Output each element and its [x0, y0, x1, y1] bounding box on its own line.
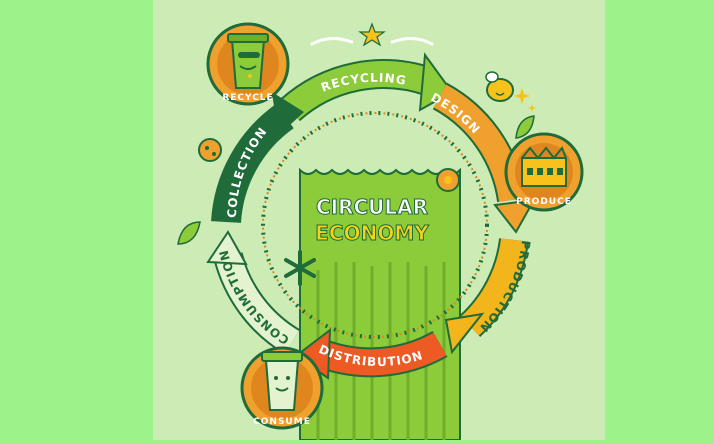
- flower-icon: [436, 168, 460, 192]
- produce-badge: PRODUCE: [504, 132, 584, 212]
- factory-icon: [521, 146, 567, 187]
- cup-character-icon: [261, 351, 303, 411]
- consumption-arrow: [215, 252, 299, 354]
- leaf-wreath: [261, 111, 489, 339]
- title-line-1: CIRCULAR: [316, 195, 428, 219]
- leaf-icon-left: [177, 221, 201, 245]
- produce-badge-label: PRODUCE: [516, 197, 572, 207]
- distribution-arrow: [313, 332, 447, 376]
- star-icon: [358, 22, 386, 47]
- swirl-right: [390, 37, 434, 46]
- right-side-panel: [605, 0, 714, 440]
- cycle-arrows: [206, 52, 536, 380]
- left-side-panel: [0, 0, 153, 440]
- sparkle-icon: [514, 88, 536, 112]
- recycle-bin-character-icon: [227, 33, 269, 89]
- recycling-arrow: [281, 61, 435, 120]
- swirl-left: [310, 37, 354, 46]
- ladybug-icon: [198, 138, 222, 162]
- title-line-2: ECONOMY: [315, 221, 429, 245]
- diagram-title: CIRCULAR ECONOMY: [315, 195, 430, 246]
- leaf-icon: [515, 115, 535, 139]
- recycle-badge: RECYCLE: [206, 22, 290, 106]
- bee-icon: [485, 71, 514, 102]
- recycle-badge-label: RECYCLE: [222, 93, 273, 103]
- green-asterisk-icon: [284, 250, 316, 286]
- consume-badge: CONSUME: [240, 346, 324, 430]
- collection-arrow: [211, 103, 294, 224]
- consume-badge-label: CONSUME: [253, 417, 311, 427]
